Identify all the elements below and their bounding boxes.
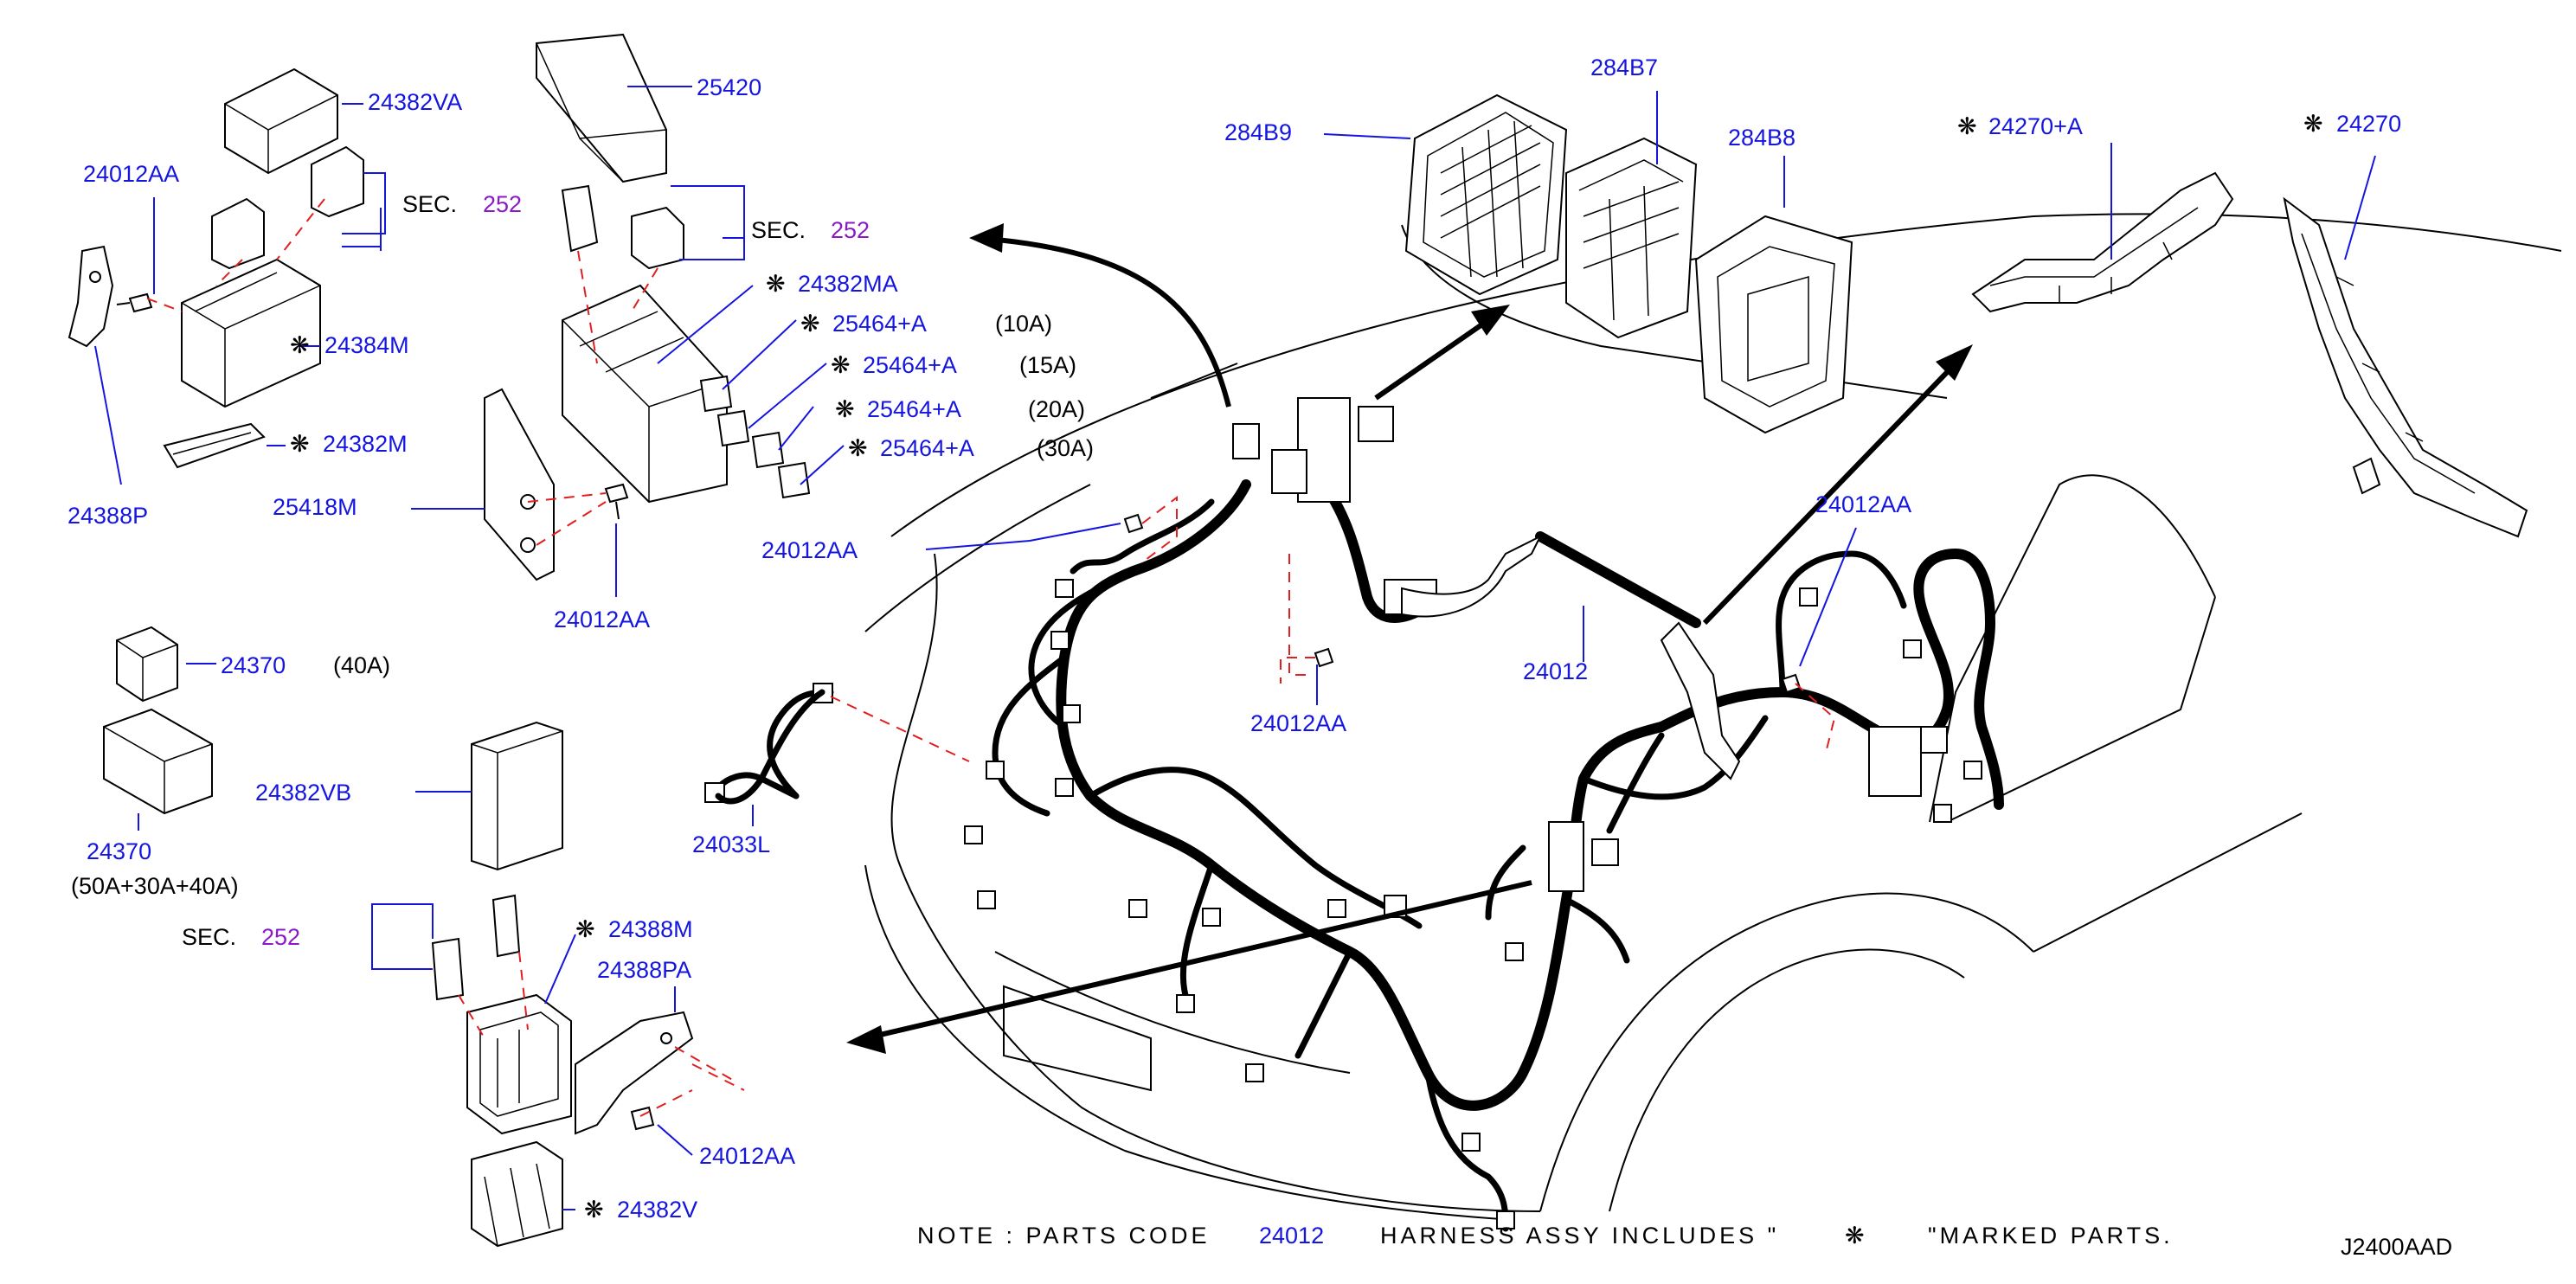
cover-24382vb <box>471 721 563 871</box>
direction-arrows <box>846 223 1973 1054</box>
marker-25464a-1: ❋ <box>800 311 820 337</box>
main-harness <box>715 479 2004 1232</box>
label-24012aa-top-middle: 24012AA <box>554 607 650 632</box>
module-284b7 <box>1565 137 1698 339</box>
note-marker: ❋ <box>1845 1223 1865 1249</box>
label-25464a-2: 25464+A <box>863 352 957 378</box>
label-24382vb: 24382VB <box>255 780 351 806</box>
note-prefix: NOTE : PARTS CODE <box>917 1223 1211 1249</box>
label-24012aa-mid: 24012AA <box>1250 710 1346 736</box>
label-24370-b: 24370 <box>87 838 151 864</box>
label-24382v: 24382V <box>617 1197 697 1223</box>
label-24384m: 24384M <box>324 332 409 358</box>
label-25464a-3: 25464+A <box>867 396 961 422</box>
marker-24388m: ❋ <box>575 916 595 942</box>
marker-24382ma: ❋ <box>766 271 786 297</box>
label-sec-2: SEC. <box>751 217 806 243</box>
label-24270a: 24270+A <box>1988 113 2083 139</box>
fusible-link-24370-multi <box>103 708 213 815</box>
part-labels: 24382VA 25420 24012AA SEC. 252 SEC. 252 … <box>67 55 2401 1223</box>
label-sec-3: SEC. <box>182 924 236 950</box>
label-24012: 24012 <box>1523 658 1588 684</box>
label-25464a-4-amp: (30A) <box>1037 435 1094 461</box>
label-24382ma: 24382MA <box>798 271 898 297</box>
label-25464a-4: 25464+A <box>880 435 974 461</box>
fuse-25464a-15a <box>716 409 750 447</box>
footer-note: NOTE : PARTS CODE 24012 HARNESS ASSY INC… <box>917 1223 2452 1260</box>
cover-24382m <box>163 422 266 469</box>
label-25464a-2-amp: (15A) <box>1019 352 1076 378</box>
relay-bl-2 <box>431 937 465 1001</box>
fuse-25464a-10a <box>699 375 733 413</box>
label-24012aa-right: 24012AA <box>1815 491 1911 517</box>
module-284b9 <box>1404 93 1568 296</box>
fusible-link-24370-40a <box>116 626 178 703</box>
marker-25464a-3: ❋ <box>835 396 855 422</box>
label-sec-3-number: 252 <box>261 924 300 950</box>
relay-center-2 <box>631 206 684 270</box>
relay-small-2 <box>211 197 265 270</box>
bolt-24012aa-bl <box>630 1106 655 1131</box>
label-24012aa-top-left: 24012AA <box>83 161 179 187</box>
label-24012aa-bottom-left: 24012AA <box>699 1143 795 1169</box>
bracket-24388pa <box>575 1011 694 1135</box>
label-284b9: 284B9 <box>1224 119 1292 145</box>
bracket-24270 <box>2283 196 2528 538</box>
fuse-box-24388m <box>466 993 572 1135</box>
cover-24382v <box>471 1140 563 1248</box>
note-middle: HARNESS ASSY INCLUDES " <box>1380 1223 1779 1249</box>
label-24388m: 24388M <box>608 916 693 942</box>
label-24382va: 24382VA <box>368 89 462 115</box>
cover-25420 <box>536 33 667 183</box>
relay-cover-24382va <box>224 67 338 175</box>
marker-24382v: ❋ <box>584 1197 604 1223</box>
bracket-24388p <box>67 245 114 348</box>
marker-24270: ❋ <box>2303 111 2323 137</box>
leader-lines <box>94 86 2376 1210</box>
label-24270: 24270 <box>2336 111 2401 137</box>
bolt-24012aa-tm <box>604 483 629 520</box>
label-24382m: 24382M <box>323 431 408 457</box>
relay-center-1 <box>561 184 599 253</box>
label-24033l: 24033L <box>692 831 770 857</box>
marker-24382m: ❋ <box>290 431 310 457</box>
relay-bl-1 <box>491 894 521 958</box>
bracket-25418m <box>484 388 555 581</box>
label-24370-a-amp: (40A) <box>333 652 390 678</box>
label-25418m: 25418M <box>273 494 357 520</box>
label-24370-a: 24370 <box>221 652 286 678</box>
label-sec-1: SEC. <box>402 191 457 217</box>
bolt-24012aa-tl <box>116 292 153 313</box>
diagram-id: J2400AAD <box>2341 1234 2452 1260</box>
label-sec-1-number: 252 <box>483 191 522 217</box>
module-284b8 <box>1694 215 1853 434</box>
label-284b7: 284B7 <box>1590 55 1658 80</box>
label-24012aa-center: 24012AA <box>761 537 858 563</box>
fuse-25464a-20a <box>751 431 785 469</box>
label-284b8: 284B8 <box>1728 125 1795 151</box>
bracket-24270a <box>1971 171 2234 313</box>
label-sec-2-number: 252 <box>831 217 870 243</box>
label-25464a-1: 25464+A <box>832 311 927 337</box>
label-24388pa: 24388PA <box>597 957 691 983</box>
label-24370-b-amp: (50A+30A+40A) <box>71 873 239 899</box>
note-suffix: "MARKED PARTS. <box>1928 1223 2174 1249</box>
marker-24384m: ❋ <box>290 332 310 358</box>
marker-24270a: ❋ <box>1957 113 1977 139</box>
marker-25464a-4: ❋ <box>848 435 868 461</box>
harness-24033l <box>715 689 825 805</box>
ducts <box>1401 534 1741 780</box>
note-parts-code: 24012 <box>1259 1223 1324 1249</box>
label-24388p: 24388P <box>67 503 148 529</box>
fuse-25464a-30a <box>777 461 811 499</box>
label-25420: 25420 <box>697 74 761 100</box>
marker-25464a-2: ❋ <box>831 352 851 378</box>
label-25464a-1-amp: (10A) <box>995 311 1052 337</box>
bolt-24012aa-center <box>1123 513 1802 694</box>
label-25464a-3-amp: (20A) <box>1028 396 1085 422</box>
